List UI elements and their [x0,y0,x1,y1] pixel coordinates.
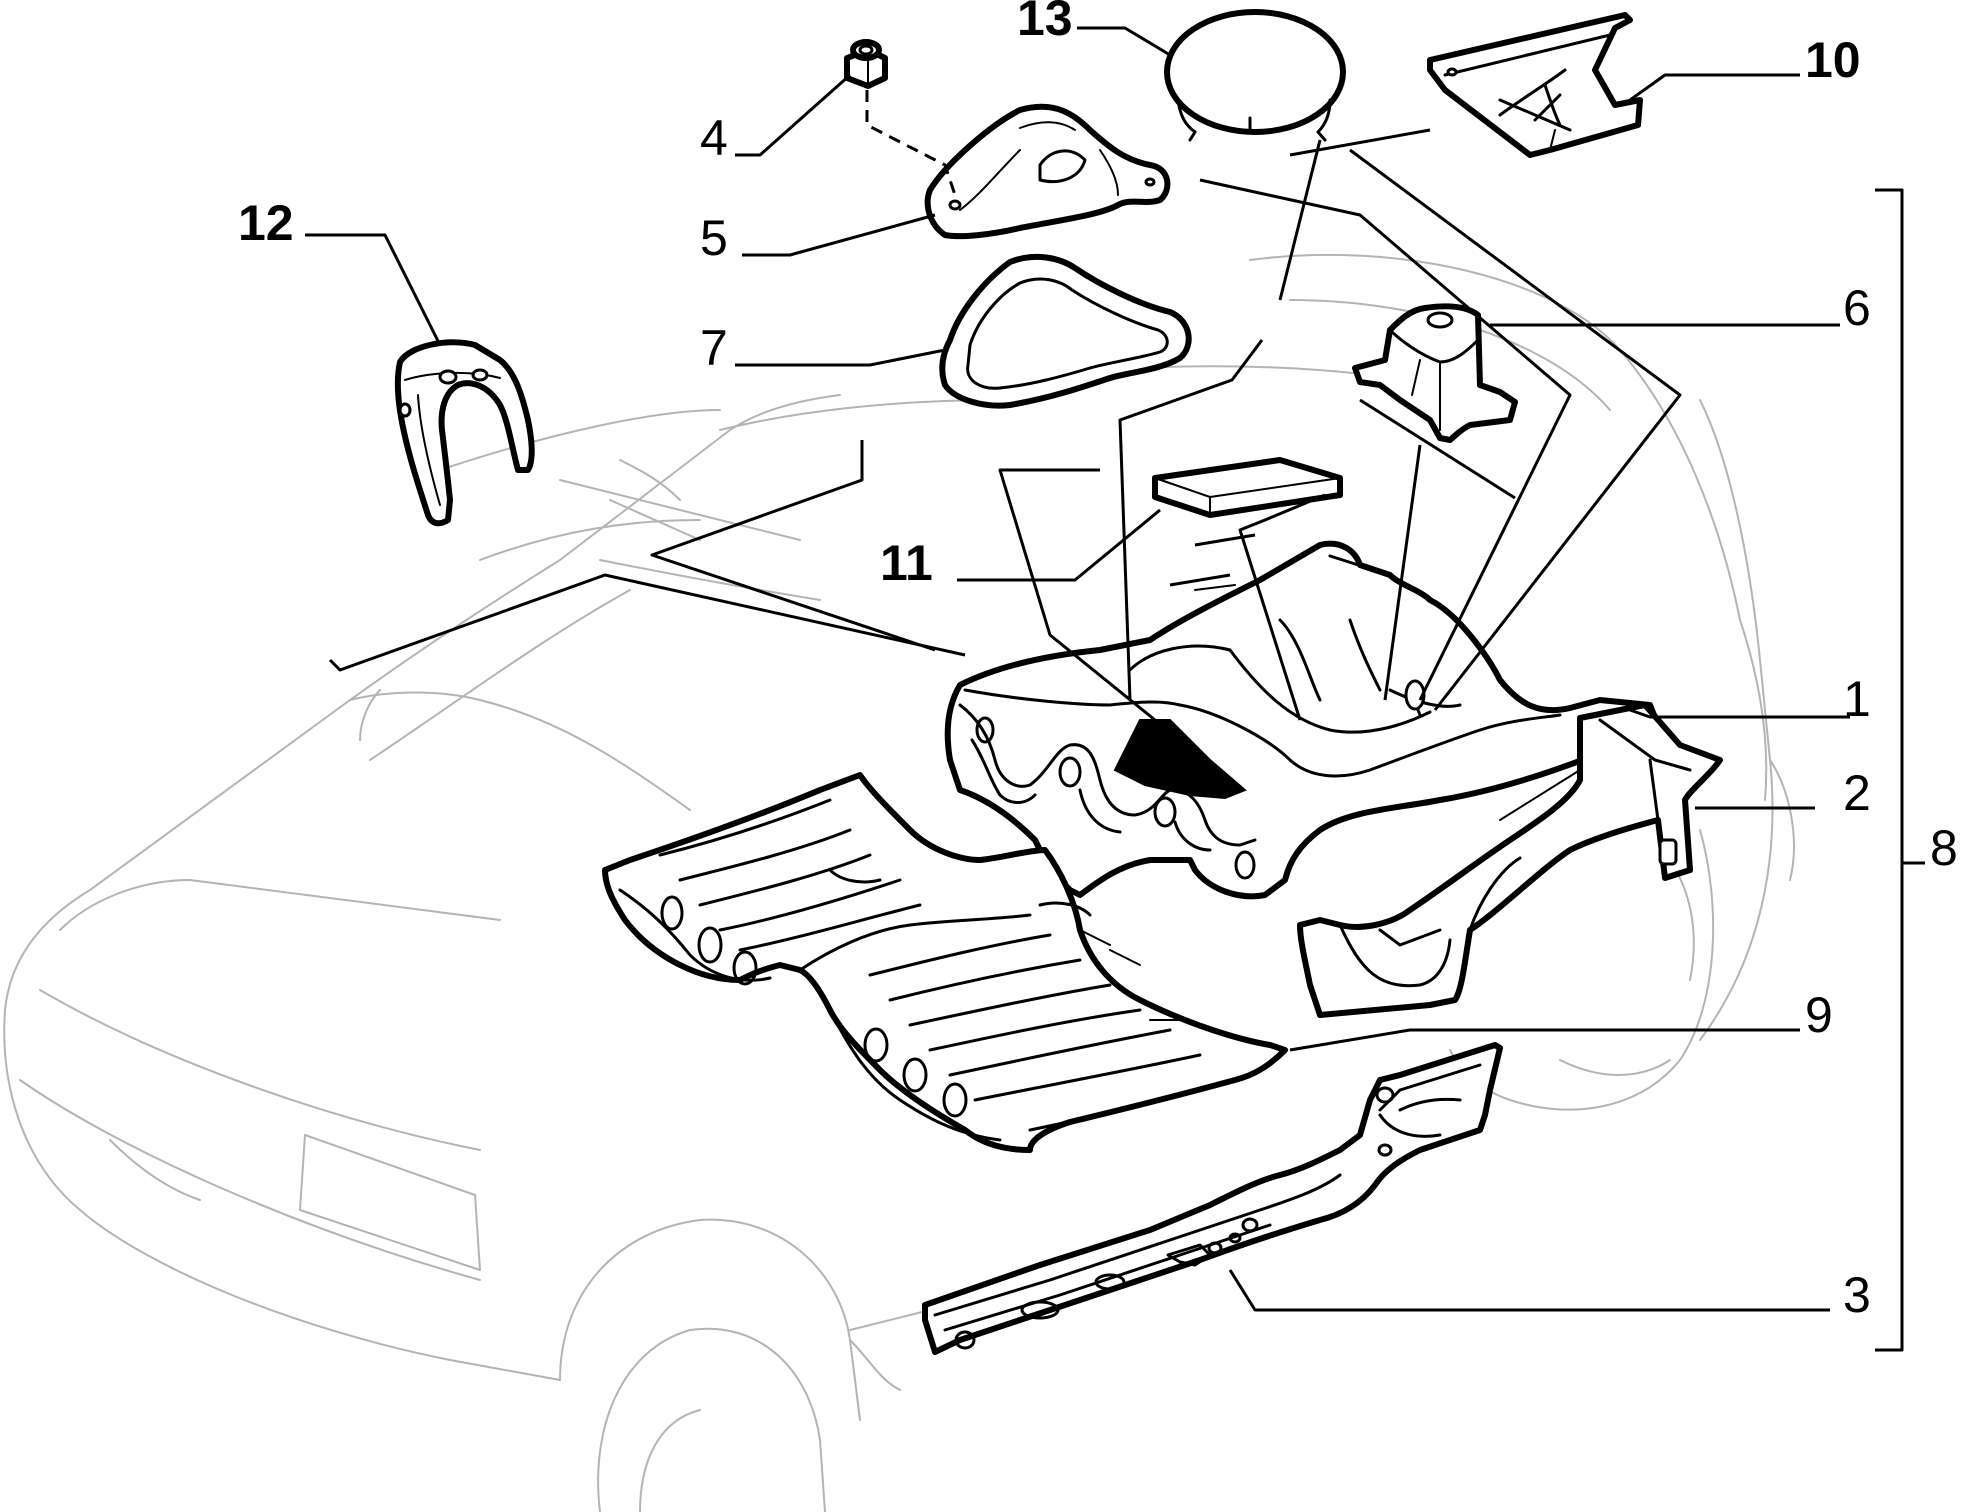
callout-5: 5 [700,210,728,266]
callout-9: 9 [1805,987,1833,1043]
callout-1: 1 [1843,671,1871,727]
install-line-e [1118,339,1264,701]
part-5-cover [924,103,1171,240]
install-line-j [650,440,936,652]
install-line-i [1383,444,1422,701]
leader-3 [1228,1269,1830,1312]
callout-2: 2 [1843,765,1871,821]
car-body-ghost-outline [3,253,1795,1512]
install-line-l [1169,573,1231,587]
callout-6: 6 [1843,280,1871,336]
callout-3: 3 [1843,1267,1871,1323]
leader-4 [735,73,851,157]
leader-1 [1629,708,1850,719]
install-line-m [1194,533,1256,547]
part-11-flat-pad [1152,457,1343,518]
part-12-u-bracket [394,339,535,527]
leader-13 [1077,26,1171,57]
part-4-nut [844,39,888,89]
leader-11 [957,508,1161,582]
callout-12: 12 [238,195,294,251]
part-2-rear-side-rail [1297,702,1723,1018]
part-13-round-plug [1164,9,1346,142]
install-line-b [1289,128,1431,157]
install-line-k [328,573,966,672]
install-line-g [1359,398,1516,500]
leader-12 [305,233,442,346]
leader-10 [1629,73,1800,102]
part-7-gasket [939,253,1192,409]
install-line-d [1278,139,1322,301]
callout-labels: 1 2 3 4 5 6 7 8 9 10 11 12 13 [238,0,1958,1323]
part-10-reinforcement-plate [1427,12,1643,158]
install-line-c [1349,148,1682,711]
leader-9 [1289,1028,1800,1052]
part-9-front-floor-pan [602,772,1288,1153]
install-line-a [1199,178,1572,701]
leader-lines [305,26,1925,1352]
callout-4: 4 [700,110,728,166]
callout-13: 13 [1017,0,1073,46]
bracket-8 [1875,188,1904,1352]
callout-8: 8 [1930,820,1958,876]
install-line-f [998,468,1156,722]
leader-5 [742,213,936,257]
callout-7: 7 [700,320,728,376]
leader-7 [735,348,946,367]
install-line-h [1238,493,1326,721]
part-3-side-sill [922,1042,1503,1355]
callout-10: 10 [1805,32,1861,88]
callout-11: 11 [880,535,933,591]
